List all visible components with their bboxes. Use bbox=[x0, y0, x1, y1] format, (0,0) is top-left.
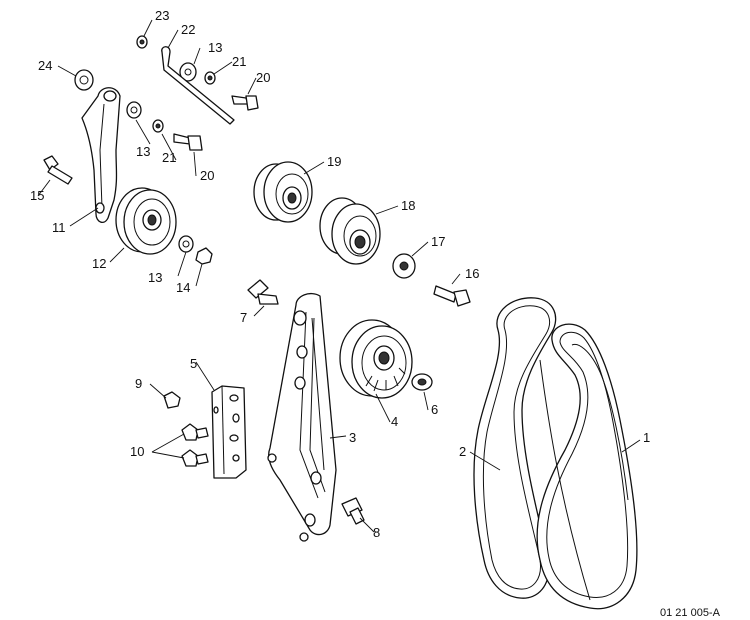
callout-1: 1 bbox=[643, 430, 650, 445]
callout-8: 8 bbox=[373, 525, 380, 540]
callout-13-b: 13 bbox=[136, 144, 150, 159]
callout-10: 10 bbox=[130, 444, 144, 459]
bolt-16 bbox=[433, 285, 471, 307]
callout-22: 22 bbox=[181, 22, 195, 37]
belt-1 bbox=[536, 323, 638, 610]
callout-16: 16 bbox=[465, 266, 479, 281]
callout-2: 2 bbox=[459, 444, 466, 459]
idler-pulley-4 bbox=[339, 319, 413, 399]
callout-6: 6 bbox=[431, 402, 438, 417]
mounting-bracket bbox=[211, 385, 247, 479]
bolt-15 bbox=[43, 155, 73, 185]
callout-13-a: 13 bbox=[148, 270, 162, 285]
spacer-17 bbox=[392, 253, 416, 279]
callout-11: 11 bbox=[52, 220, 66, 235]
nut-6 bbox=[411, 373, 433, 391]
nut-14 bbox=[195, 247, 213, 265]
leader-lines bbox=[37, 19, 641, 533]
callout-21-b: 21 bbox=[162, 150, 176, 165]
bolts-10 bbox=[181, 423, 209, 467]
callout-3: 3 bbox=[349, 430, 356, 445]
washer-23 bbox=[136, 35, 148, 49]
callout-19: 19 bbox=[327, 154, 341, 169]
callout-24: 24 bbox=[38, 58, 52, 73]
callout-18: 18 bbox=[401, 198, 415, 213]
pulley-12 bbox=[115, 187, 177, 255]
callout-20-b: 20 bbox=[200, 168, 214, 183]
callout-13-c: 13 bbox=[208, 40, 222, 55]
bolt-8 bbox=[341, 497, 365, 525]
idler-arm bbox=[267, 292, 337, 542]
control-rod bbox=[161, 46, 235, 125]
callout-23: 23 bbox=[155, 8, 169, 23]
pulley-19 bbox=[253, 161, 313, 223]
bolt-7 bbox=[247, 279, 279, 305]
lock-washers-21 bbox=[152, 71, 216, 133]
callout-21-a: 21 bbox=[232, 54, 246, 69]
bolts-20 bbox=[173, 95, 259, 151]
callout-14: 14 bbox=[176, 280, 190, 295]
washers-13 bbox=[126, 62, 197, 253]
washer-24 bbox=[74, 69, 94, 91]
callout-17: 17 bbox=[431, 234, 445, 249]
callout-12: 12 bbox=[92, 256, 106, 271]
nut-9 bbox=[163, 391, 181, 409]
callout-15: 15 bbox=[30, 188, 44, 203]
callout-7: 7 bbox=[240, 310, 247, 325]
drawing-number: 01 21 005-A bbox=[660, 607, 721, 619]
callout-20-a: 20 bbox=[256, 70, 270, 85]
callout-5: 5 bbox=[190, 356, 197, 371]
idler-arm-11 bbox=[81, 87, 121, 223]
pulley-18 bbox=[319, 197, 381, 265]
callouts: 1 2 3 4 5 6 7 8 9 10 11 12 13 13 13 14 1… bbox=[30, 8, 650, 540]
callout-4: 4 bbox=[391, 414, 398, 429]
callout-9: 9 bbox=[135, 376, 142, 391]
